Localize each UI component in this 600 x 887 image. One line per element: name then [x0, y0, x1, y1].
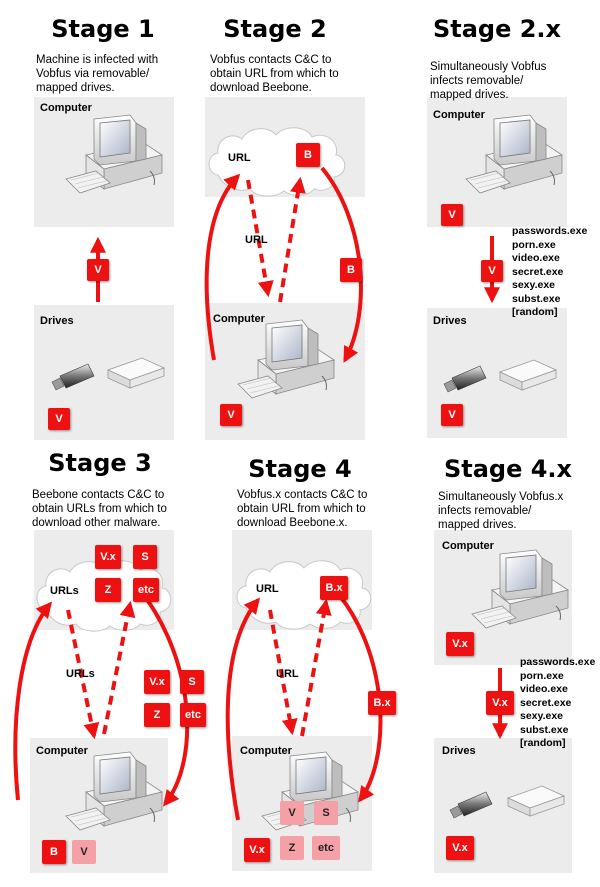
- stage2-computer-label: Computer: [213, 313, 265, 325]
- stage1-title: Stage 1: [51, 15, 155, 43]
- stage4-computer-badge-etc: etc: [312, 836, 340, 860]
- stage3-mid-badge-z: Z: [144, 703, 170, 727]
- stage4-computer-badge-s: S: [314, 801, 338, 825]
- stage2x-computer-badge: V: [441, 204, 463, 226]
- stage4-cloud-badge: B.x: [320, 576, 348, 600]
- stage2x-drives-label: Drives: [433, 315, 467, 327]
- stage4x-computer-badge: V.x: [446, 632, 474, 656]
- stage4-computer-label: Computer: [240, 745, 292, 757]
- stage4-cloud-label: URL: [256, 583, 279, 595]
- stage3-cloud-badge-etc: etc: [133, 578, 159, 602]
- stage3-mid-badge-vx: V.x: [144, 670, 170, 694]
- stage3-title: Stage 3: [48, 449, 152, 477]
- stage3-download-arrow: [138, 588, 190, 807]
- stage3-computer-badge-v: V: [72, 840, 96, 864]
- stage2x-drive-badge: V: [441, 404, 463, 426]
- stage3-cloud-badge-z: Z: [95, 578, 121, 602]
- stage2-url-arrow: [246, 179, 274, 298]
- stage2x-title: Stage 2.x: [432, 15, 562, 43]
- stage2-fetch-arrow: [278, 176, 306, 303]
- stage4-title: Stage 4: [248, 455, 352, 483]
- stage4-computer-badge-vx: V.x: [244, 838, 270, 862]
- stage1-drive-badge: V: [48, 408, 70, 430]
- stage4-arrow-badge: B.x: [368, 691, 396, 715]
- stage4x-computer-label: Computer: [442, 540, 494, 552]
- stage3-mid-label: URLs: [66, 668, 95, 680]
- stage3-mid-badge-etc: etc: [180, 703, 206, 727]
- stage1-computer-label: Computer: [40, 102, 92, 114]
- stage2x-computer-label: Computer: [433, 109, 485, 121]
- stage2-arrow-badge: B: [340, 258, 362, 282]
- stage4x-title: Stage 4.x: [443, 455, 573, 483]
- stage2-title: Stage 2: [223, 15, 327, 43]
- stage3-request-arrow: [13, 601, 53, 801]
- stage4-mid-label: URL: [276, 668, 299, 680]
- stage3-computer-badge-b: B: [42, 840, 66, 864]
- stage1-drives-label: Drives: [40, 315, 74, 327]
- stage2-cloud-label: URL: [228, 152, 251, 164]
- stage1-arrow-badge: V: [87, 259, 109, 281]
- stage3-cloud-label: URLs: [50, 585, 79, 597]
- stage2-mid-label: URL: [245, 234, 268, 246]
- stage3-computer-label: Computer: [36, 745, 88, 757]
- stage4-computer-badge-v: V: [280, 801, 304, 825]
- stage4-fetch-arrow: [300, 598, 332, 737]
- stage2-computer-badge: V: [220, 404, 242, 426]
- stage3-cloud-badge-vx: V.x: [95, 545, 121, 569]
- stage4x-arrow-badge: V.x: [486, 691, 514, 715]
- stage4-url-arrow: [268, 609, 298, 736]
- stage3-fetch-arrow: [102, 600, 136, 735]
- stage4-request-arrow: [225, 597, 261, 821]
- stage4x-drive-badge: V.x: [446, 836, 474, 860]
- stage3-mid-badge-s: S: [180, 670, 204, 694]
- stage4x-drives-label: Drives: [442, 745, 476, 757]
- stage2-cloud-badge: B: [296, 143, 320, 167]
- stage3-cloud-badge-s: S: [133, 545, 157, 569]
- stage4-computer-badge-z: Z: [280, 836, 304, 860]
- stage3-url-arrow: [66, 609, 100, 740]
- stage2x-arrow-badge: V: [481, 260, 503, 282]
- stage2-request-arrow: [204, 173, 241, 361]
